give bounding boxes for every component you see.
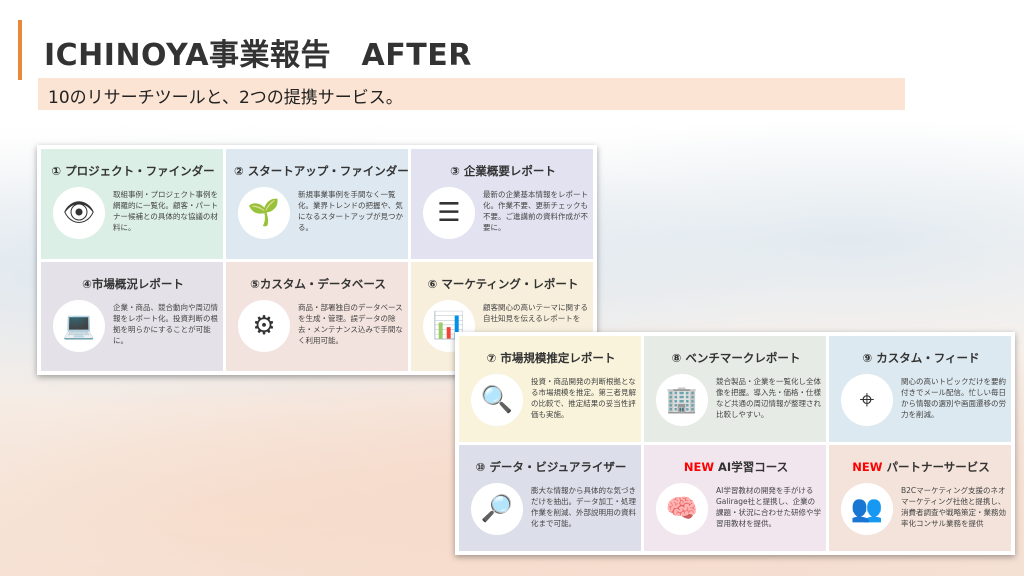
- service-card: ① プロジェクト・ファインダー 👁 取組事例・プロジェクト事例を網羅的に一覧化。…: [41, 149, 223, 259]
- service-title: ② スタートアップ・ファインダー: [234, 163, 408, 179]
- gears-icon: ⚙: [238, 299, 290, 352]
- slide-title: ICHINOYA事業報告 AFTER: [44, 38, 472, 73]
- service-description: 競合製品・企業を一覧化し全体像を把握。導入先・価格・仕様など共通の周辺情報が整理…: [716, 377, 821, 419]
- title-accent-bar: [18, 20, 22, 80]
- service-title-text: ② スタートアップ・ファインダー: [234, 164, 408, 178]
- service-title: ⑦ 市場規模推定レポート: [467, 350, 635, 366]
- services-panel-1: ① プロジェクト・ファインダー 👁 取組事例・プロジェクト事例を網羅的に一覧化。…: [37, 145, 597, 375]
- service-card: ② スタートアップ・ファインダー 🌱 新規事業事例を手間なく一覧化。業界トレンド…: [226, 149, 408, 259]
- service-title: ⑥ マーケティング・レポート: [419, 276, 587, 292]
- service-title-text: ⑦ 市場規模推定レポート: [486, 351, 616, 365]
- new-badge: NEW: [852, 460, 883, 474]
- service-title-text: ⑨ カスタム・フィード: [862, 351, 980, 365]
- service-title-text: ⑤カスタム・データベース: [250, 276, 386, 291]
- service-title: ④市場概況レポート: [49, 276, 217, 292]
- service-title: ⑩ データ・ビジュアライザー: [467, 459, 635, 475]
- service-card: NEW AI学習コース 🧠 AI学習教材の開発を手がけるGalirage社と提携…: [644, 445, 826, 551]
- service-card: ⑤カスタム・データベース ⚙ 商品・部署独自のデータベースを生成・管理。誤データ…: [226, 261, 408, 371]
- service-title-text: ④市場概況レポート: [82, 276, 184, 291]
- service-title-text: ① プロジェクト・ファインダー: [51, 164, 215, 178]
- services-panel-2: ⑦ 市場規模推定レポート 🔍 投資・商品開発の判断根拠となる市場規模を推定。第三…: [455, 332, 1015, 555]
- service-title: ① プロジェクト・ファインダー: [49, 163, 217, 179]
- service-title: ③ 企業概要レポート: [419, 163, 587, 179]
- service-card: ④市場概況レポート 💻 企業・商品、競合動向や周辺情報をレポート化。投資判断の根…: [41, 261, 223, 371]
- data-search-icon: 🔎: [471, 483, 523, 535]
- service-description: 膨大な情報から具体的な気づきだけを抽出。データ加工・処理作業を削減、外部説明用の…: [531, 486, 636, 528]
- service-title: ⑨ カスタム・フィード: [837, 350, 1005, 366]
- service-description: 顧客関心の高いテーマに関する自社知見を伝えるレポートを: [483, 302, 588, 323]
- slide-subtitle: 10のリサーチツールと、2つの提携サービス。: [38, 78, 905, 110]
- service-description: 最新の企業基本情報をレポート化。作業不要、更新チェックも不要。ご進講前の資料作成…: [483, 190, 588, 232]
- service-title-text: ⑧ ベンチマークレポート: [671, 351, 801, 365]
- service-title: NEW AI学習コース: [652, 459, 820, 475]
- dashboard-icon: 💻: [53, 299, 105, 352]
- service-card: NEW パートナーサービス 👥 B2Cマーケティング支援のネオマーケティング社他…: [829, 445, 1011, 551]
- checklist-icon: ☰: [423, 187, 475, 239]
- service-description: 取組事例・プロジェクト事例を網羅的に一覧化。顧客・パートナー候補との具体的な協議…: [113, 190, 218, 232]
- service-description: B2Cマーケティング支援のネオマーケティング社他と提携し、消費者調査や戦略策定・…: [901, 486, 1006, 528]
- new-badge: NEW: [683, 460, 715, 474]
- service-description: 企業・商品、競合動向や周辺情報をレポート化。投資判断の根拠を明らかにすることが可…: [113, 302, 218, 345]
- service-card: ⑧ ベンチマークレポート 🏢 競合製品・企業を一覧化し全体像を把握。導入先・価格…: [644, 336, 826, 442]
- service-card: ⑦ 市場規模推定レポート 🔍 投資・商品開発の判断根拠となる市場規模を推定。第三…: [459, 336, 641, 442]
- service-card: ⑩ データ・ビジュアライザー 🔎 膨大な情報から具体的な気づきだけを抽出。データ…: [459, 445, 641, 551]
- service-title: NEW パートナーサービス: [837, 459, 1005, 475]
- target-icon: ⌖: [841, 374, 893, 426]
- ai-head-icon: 🧠: [656, 483, 708, 535]
- sprout-icon: 🌱: [238, 187, 290, 239]
- magnifier-pulse-icon: 🔍: [471, 374, 523, 426]
- service-description: 新規事業事例を手間なく一覧化。業界トレンドの把握や、気になるスタートアップが見つ…: [298, 190, 403, 232]
- service-title-text: ③ 企業概要レポート: [450, 164, 556, 178]
- presentation-icon: 📊: [423, 299, 475, 352]
- service-title: ⑧ ベンチマークレポート: [652, 350, 820, 366]
- service-title: ⑤カスタム・データベース: [234, 276, 402, 292]
- service-description: 投資・商品開発の判断根拠となる市場規模を推定。第三者見解の比較で、推定結果の妥当…: [531, 377, 636, 419]
- service-card: ⑨ カスタム・フィード ⌖ 関心の高いトピックだけを要約付きでメール配信。忙しい…: [829, 336, 1011, 442]
- service-title-text: ⑥ マーケティング・レポート: [427, 276, 579, 291]
- service-description: 商品・部署独自のデータベースを生成・管理。誤データの除去・メンテナンス込みで手間…: [298, 302, 403, 345]
- service-card: ③ 企業概要レポート ☰ 最新の企業基本情報をレポート化。作業不要、更新チェック…: [411, 149, 593, 259]
- eye-icon: 👁: [53, 187, 105, 239]
- service-description: 関心の高いトピックだけを要約付きでメール配信。忙しい毎日から情報の選別や画面遷移…: [901, 377, 1006, 419]
- service-description: AI学習教材の開発を手がけるGalirage社と提携し、企業の課題・状況に合わせ…: [716, 486, 821, 528]
- service-title-text: パートナーサービス: [882, 460, 990, 474]
- service-title-text: AI学習コース: [714, 460, 789, 474]
- buildings-icon: 🏢: [656, 374, 708, 426]
- service-title-text: ⑩ データ・ビジュアライザー: [475, 460, 627, 474]
- team-idea-icon: 👥: [841, 483, 893, 535]
